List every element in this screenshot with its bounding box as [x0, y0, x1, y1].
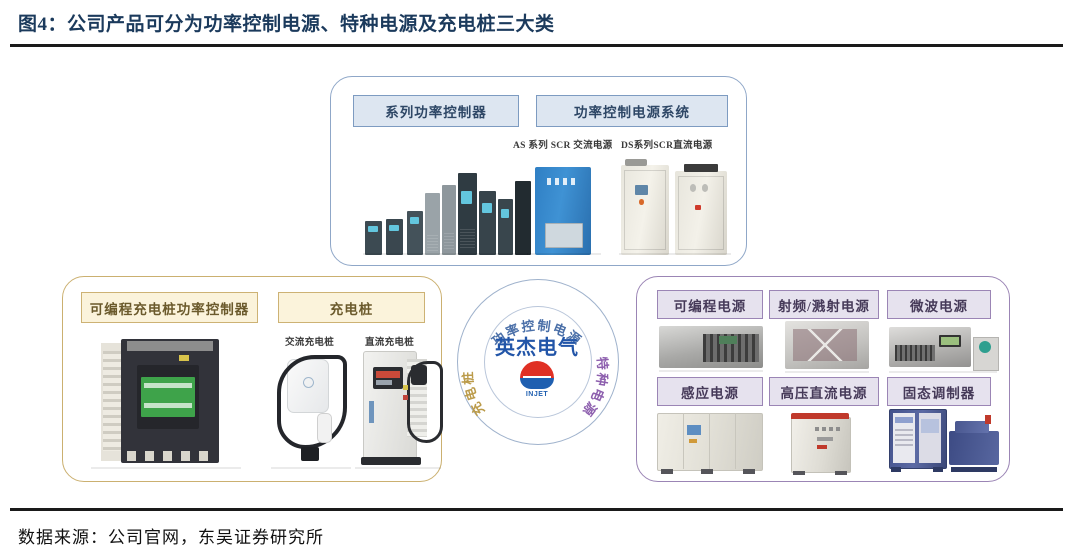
chip-programmable-power-supply[interactable]: 可编程电源 [657, 290, 763, 319]
chip-microwave-power-supply[interactable]: 微波电源 [887, 290, 991, 319]
panel-special-power: 可编程电源 射频/溅射电源 微波电源 感应电源 高压直流电源 固态调制器 [636, 276, 1010, 482]
chip-induction-power-supply[interactable]: 感应电源 [657, 377, 763, 406]
product-image-charging-power-controller [91, 339, 241, 469]
product-image-as-series-scr-ac [527, 163, 601, 255]
product-image-solid-state-modulator [889, 409, 1001, 473]
header-divider [10, 44, 1063, 47]
center-brand-circle: 功率控制电源 特种电源 充电桩 英杰电气 INJET [453, 273, 621, 451]
injet-logo-text: INJET [525, 391, 549, 398]
source-note: 数据来源：公司官网，东吴证券研究所 [18, 528, 324, 547]
circular-labels: 功率控制电源 特种电源 充电桩 [460, 318, 611, 421]
sublabel-ds-series-scr-dc: DS系列SCR直流电源 [621, 141, 713, 151]
chip-rf-sputtering-power-supply[interactable]: 射频/溅射电源 [769, 290, 879, 319]
product-image-microwave-power-supply [889, 325, 999, 373]
product-image-ds-series-scr-dc [619, 159, 731, 255]
sublabel-dc-charging-pile: 直流充电桩 [365, 338, 415, 348]
arc-label-special-power: 特种电源 [579, 356, 611, 420]
chip-hv-dc-power-supply[interactable]: 高压直流电源 [769, 377, 879, 406]
chip-series-power-controller[interactable]: 系列功率控制器 [353, 95, 519, 127]
panel-power-control: 系列功率控制器 功率控制电源系统 AS 系列 SCR 交流电源 DS系列SCR直… [330, 76, 747, 266]
product-image-dc-charging-pile [355, 345, 443, 469]
chip-power-control-system[interactable]: 功率控制电源系统 [536, 95, 728, 127]
product-image-ac-charging-pile [271, 351, 351, 469]
sublabel-as-series-scr-ac: AS 系列 SCR 交流电源 [513, 141, 613, 151]
product-diagram: 系列功率控制器 功率控制电源系统 AS 系列 SCR 交流电源 DS系列SCR直… [0, 48, 1073, 506]
product-image-rf-sputtering-power-supply [785, 321, 869, 373]
footer-divider [10, 508, 1063, 511]
product-image-series-controllers [363, 155, 531, 255]
panel-charging-pile: 可编程充电桩功率控制器 充电桩 交流充电桩 直流充电桩 [62, 276, 443, 482]
chip-charging-pile[interactable]: 充电桩 [278, 292, 425, 323]
brand-name: 英杰电气 [495, 337, 579, 359]
chip-programmable-charging-controller[interactable]: 可编程充电桩功率控制器 [81, 292, 258, 323]
page-title: 图4：公司产品可分为功率控制电源、特种电源及充电桩三大类 [18, 14, 555, 35]
product-image-induction-power-supply [657, 413, 763, 474]
chip-solid-state-modulator[interactable]: 固态调制器 [887, 377, 991, 406]
sublabel-ac-charging-pile: 交流充电桩 [285, 338, 335, 348]
product-image-programmable-power-supply [659, 324, 763, 372]
injet-logo-icon [520, 361, 554, 395]
product-image-hv-dc-power-supply [787, 413, 867, 475]
